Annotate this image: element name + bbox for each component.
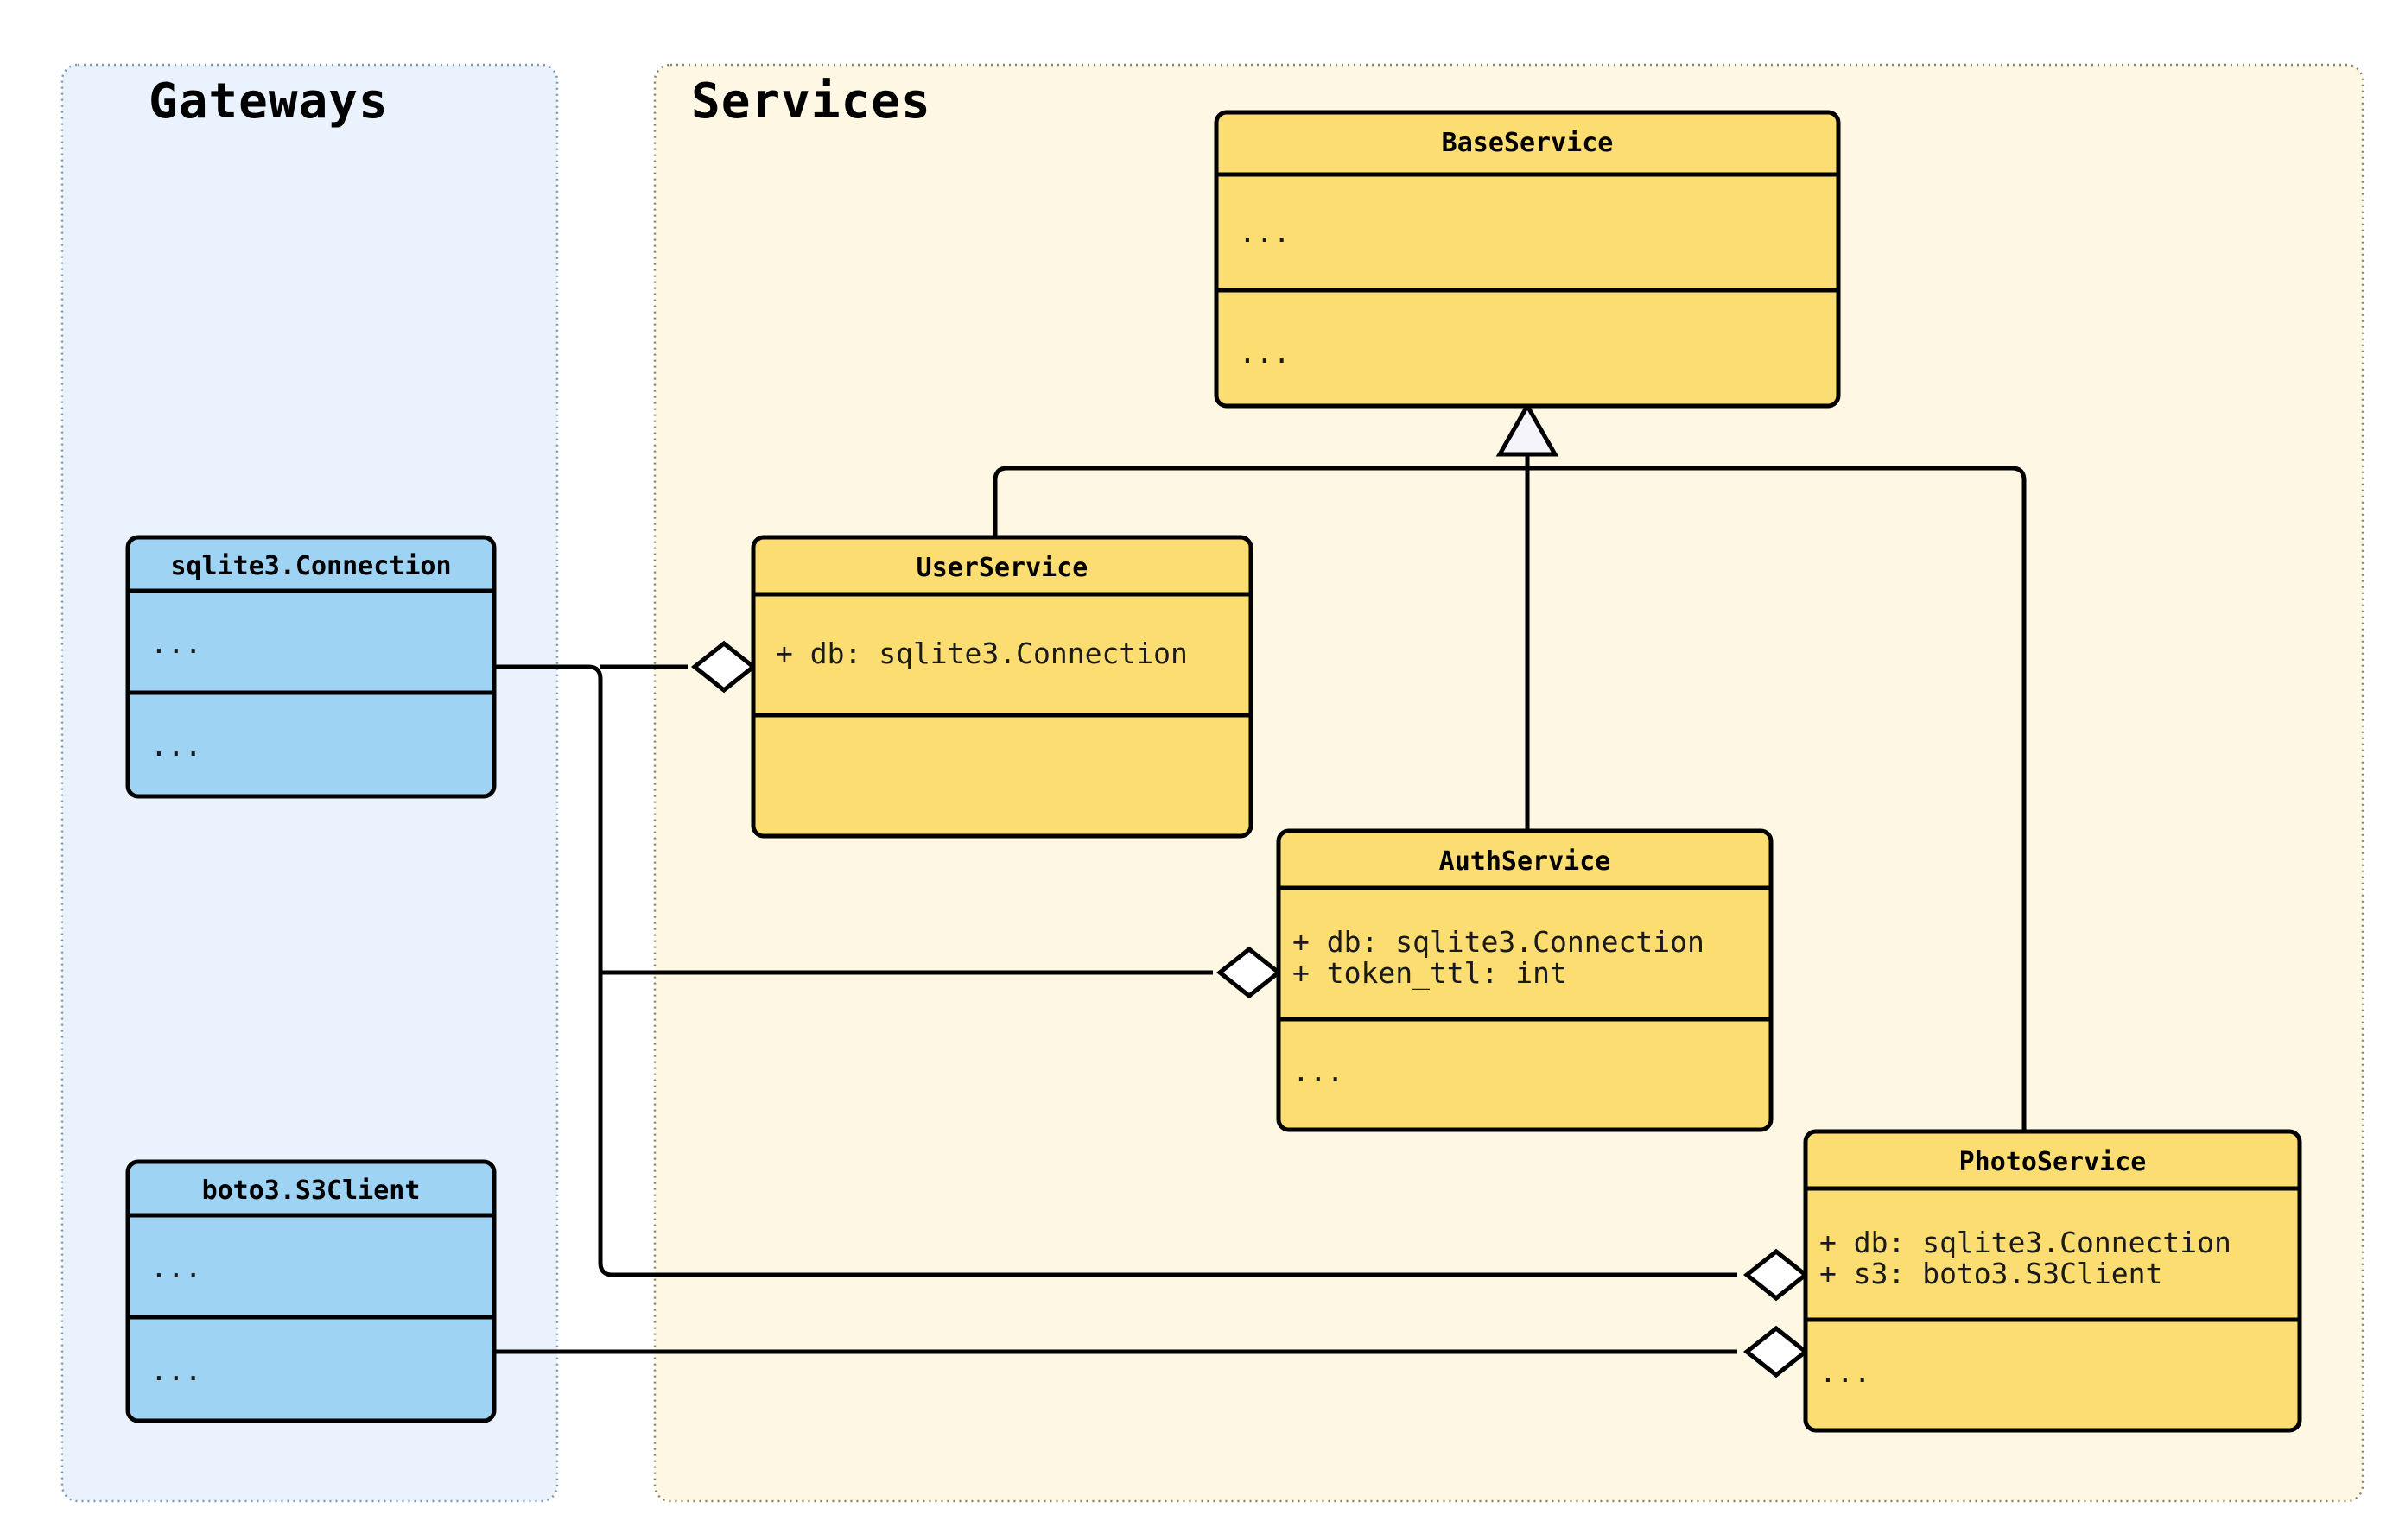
- class-attributes-sqlite3-connection: ...: [150, 626, 202, 660]
- aggregation-diamond-userservice-icon: [690, 640, 758, 694]
- aggregation-diamond-authservice-icon: [1215, 946, 1283, 999]
- aggregation-diamond-photoservice-db-icon: [1742, 1248, 1810, 1302]
- generalization-branch-photoservice: [2011, 466, 2027, 1131]
- class-title-auth-service: AuthService: [1438, 846, 1611, 877]
- class-title-sqlite3-connection: sqlite3.Connection: [170, 551, 452, 581]
- class-title-photo-service: PhotoService: [1958, 1147, 2147, 1177]
- class-attributes-auth-service-token-ttl: + token_ttl: int: [1292, 956, 1567, 990]
- generalization-triangle-icon: [1495, 401, 1559, 457]
- class-box-sqlite3-connection[interactable]: [125, 535, 497, 799]
- class-title-user-service: UserService: [916, 553, 1088, 583]
- class-title-base-service: BaseService: [1441, 128, 1614, 158]
- class-attributes-photo-service-db: + db: sqlite3.Connection: [1819, 1226, 2231, 1259]
- class-methods-photo-service: ...: [1819, 1355, 1871, 1389]
- class-box-body: [125, 535, 497, 799]
- generalization-branch-userservice: [993, 466, 1008, 537]
- class-attributes-photo-service-s3: + s3: boto3.S3Client: [1819, 1257, 2163, 1290]
- class-box-body: [1276, 828, 1774, 1132]
- class-attributes-boto3-s3client: ...: [150, 1251, 202, 1284]
- class-box-photo-service[interactable]: [1803, 1129, 2302, 1433]
- class-box-user-service[interactable]: [751, 535, 1253, 839]
- group-gateways-title: Gateways: [149, 73, 389, 130]
- class-methods-base-service: ...: [1239, 336, 1291, 370]
- class-attributes-auth-service-db: + db: sqlite3.Connection: [1292, 925, 1704, 959]
- class-box-body: [751, 535, 1253, 839]
- class-box-body: [1214, 110, 1841, 409]
- class-attributes-user-service: + db: sqlite3.Connection: [776, 637, 1188, 670]
- class-methods-auth-service: ...: [1292, 1055, 1344, 1088]
- class-methods-sqlite3-connection: ...: [150, 729, 202, 763]
- class-box-body: [1803, 1129, 2302, 1433]
- aggregation-diamond-photoservice-s3-icon: [1742, 1325, 1810, 1378]
- class-methods-boto3-s3client: ...: [150, 1353, 202, 1387]
- class-box-auth-service[interactable]: [1276, 828, 1774, 1132]
- class-box-boto3-s3client[interactable]: [125, 1159, 497, 1423]
- class-box-base-service[interactable]: [1214, 110, 1841, 409]
- group-services-title: Services: [691, 73, 931, 130]
- class-title-boto3-s3client: boto3.S3Client: [201, 1176, 421, 1206]
- class-box-body: [125, 1159, 497, 1423]
- class-attributes-base-service: ...: [1239, 215, 1291, 249]
